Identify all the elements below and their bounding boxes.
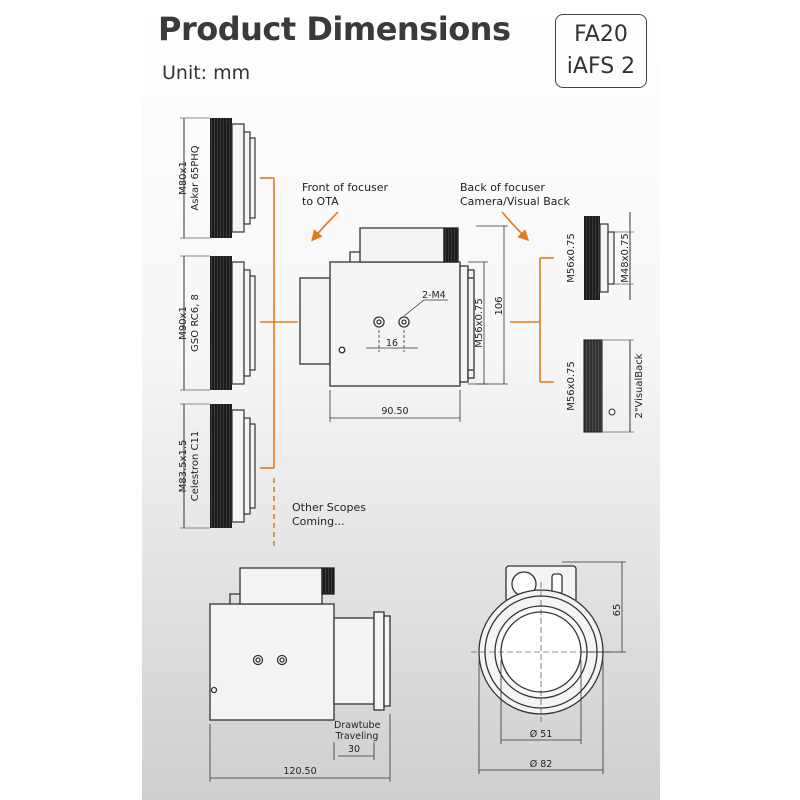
note-back-focuser: Back of focuser Camera/Visual Back — [460, 181, 570, 209]
focuser-main-view — [299, 227, 475, 387]
note-other-scopes: Other Scopes Coming... — [292, 501, 366, 529]
adapter-fit: 2"VisualBack — [634, 353, 645, 418]
adapter-front-3: M83.5x1.5 Celestron C11 — [178, 403, 256, 529]
main-dimensions — [329, 225, 508, 422]
adapter-thread: M56x0.75 — [566, 233, 577, 283]
thread-dimension: M56x0.75 — [474, 298, 485, 348]
technical-drawing: M80x1 Askar 65PHQ M90x1 GSO RC6, 8 M83.5… — [178, 117, 645, 782]
unit-label: Unit: mm — [162, 62, 251, 84]
page-title: Product Dimensions — [158, 10, 511, 48]
drawtube — [299, 277, 331, 365]
arrow-front — [311, 211, 339, 242]
inner-diameter: Ø 51 — [530, 729, 553, 740]
screw-spacing: 16 — [386, 338, 398, 349]
side-body — [209, 603, 335, 721]
note-back-line1: Back of focuser — [460, 181, 545, 194]
adapter-thread: M83.5x1.5 — [178, 440, 189, 493]
adapter-front-1: M80x1 Askar 65PHQ — [178, 117, 256, 239]
note-other-line1: Other Scopes — [292, 501, 366, 514]
adapter-scope: GSO RC6, 8 — [190, 294, 201, 352]
dimension-sheet: Product Dimensions Unit: mm FA20 iAFS 2 … — [142, 0, 660, 800]
front-height-dimension: 65 — [612, 604, 623, 617]
drawtube-label: Drawtube — [334, 720, 381, 731]
adapter-scope: Celestron C11 — [190, 431, 201, 501]
screw-hole — [373, 316, 385, 328]
side-drawtube — [333, 617, 375, 705]
model-badge: FA20 iAFS 2 — [555, 14, 647, 88]
adapter-scope: Askar 65PHQ — [190, 145, 201, 210]
note-front-focuser: Front of focuser to OTA — [302, 181, 388, 209]
adapter-knurl — [210, 118, 232, 238]
note-back-line2: Camera/Visual Back — [460, 195, 570, 208]
model-variant: iAFS 2 — [566, 54, 636, 79]
back-bracket — [510, 257, 554, 383]
height-dimension: 106 — [494, 296, 505, 315]
front-view-dimensions — [471, 561, 626, 774]
screw-hole — [398, 316, 410, 328]
side-dimensions — [209, 714, 391, 782]
focus-knob — [443, 227, 459, 263]
model-name: FA20 — [574, 22, 628, 47]
outer-diameter: Ø 82 — [530, 759, 553, 770]
length-dimension: 90.50 — [381, 406, 408, 417]
adapter-thread: M56x0.75 — [566, 361, 577, 411]
adapter-back-1: M56x0.75 M48x0.75 — [566, 212, 634, 300]
adapter-thread: M80x1 — [178, 161, 189, 195]
front-bracket — [260, 177, 530, 548]
travel-dimension: 30 — [348, 744, 360, 755]
traveling-label: Traveling — [335, 731, 379, 742]
side-length-dimension: 120.50 — [283, 766, 316, 777]
adapter-front-2: M90x1 GSO RC6, 8 — [178, 255, 256, 391]
screw-label: 2-M4 — [422, 290, 446, 301]
note-front-line1: Front of focuser — [302, 181, 389, 194]
focuser-side-view — [209, 567, 391, 721]
note-other-line2: Coming... — [292, 515, 345, 528]
adapter-back-2: M56x0.75 2"VisualBack — [566, 339, 645, 433]
arrow-back — [501, 211, 530, 242]
drawtube-note: Drawtube Traveling — [334, 720, 380, 742]
note-front-line2: to OTA — [302, 195, 339, 208]
focuser-front-view — [478, 565, 604, 715]
adapter-thread: M90x1 — [178, 306, 189, 340]
adapter-thread: M48x0.75 — [620, 233, 631, 283]
focuser-body — [329, 261, 461, 387]
